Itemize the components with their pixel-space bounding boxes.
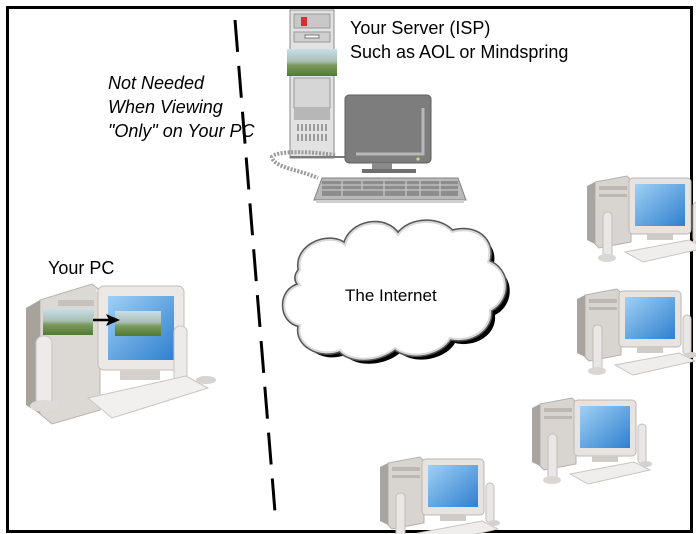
separator-dashed-line [233, 19, 277, 513]
server-label-line: Your Server (ISP) [350, 18, 491, 38]
note-line: Not Needed [108, 73, 205, 93]
screen-photo [115, 311, 161, 336]
remote-pc-1 [586, 175, 696, 263]
server-computer [270, 9, 467, 203]
remote-pc-4 [379, 456, 501, 534]
remote-pc-3 [531, 397, 653, 485]
your-pc-label: Your PC [48, 258, 115, 278]
internet-cloud [281, 219, 510, 364]
note-line: When Viewing [108, 97, 223, 117]
internet-label: The Internet [345, 286, 437, 305]
source-photo [43, 309, 93, 335]
note-line: "Only" on Your PC [108, 121, 255, 141]
server-label: Your Server (ISP) Such as AOL or Mindspri… [350, 16, 568, 64]
server-photo [287, 49, 337, 76]
your-pc-computer [26, 283, 216, 425]
server-label-line: Such as AOL or Mindspring [350, 42, 569, 62]
remote-pc-2 [576, 288, 696, 376]
